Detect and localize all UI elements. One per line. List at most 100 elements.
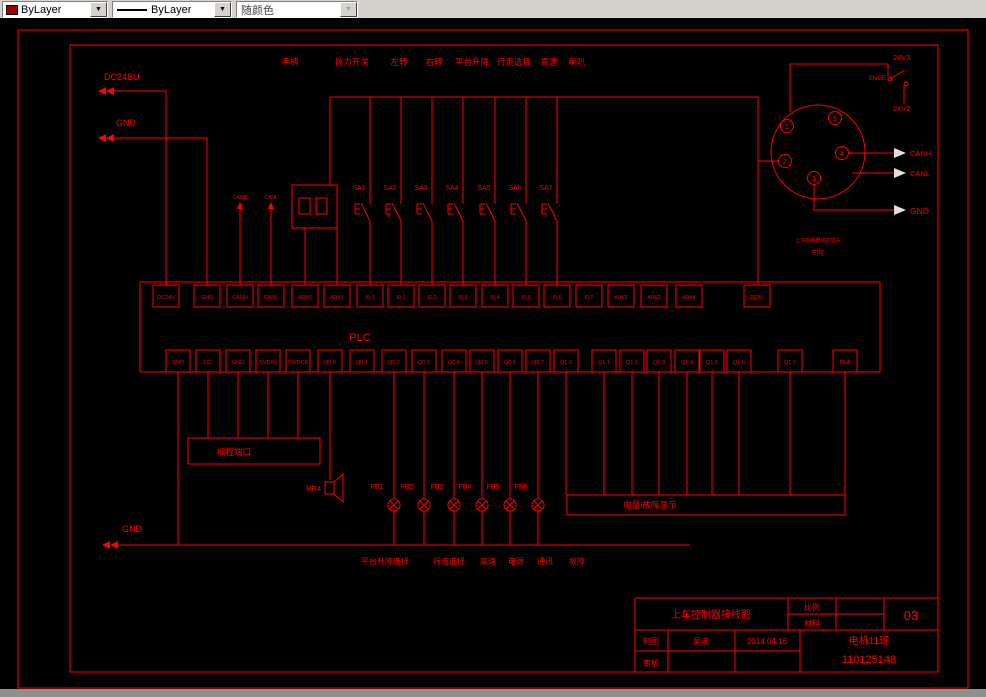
canbus-arrows: CANH CANL [233, 195, 278, 285]
plc-bottom-terminal: GND [165, 349, 191, 373]
handle-label: 手柄 [281, 57, 299, 67]
top-function-labels: 手柄 拨力开关 左转 右转 平台升降 行走选择 高速 喇叭 [281, 57, 586, 67]
buzzer-label: BR4 [306, 484, 321, 493]
plc-top-terminal: I0.6 [543, 284, 571, 308]
right-arrow-icon [894, 205, 906, 215]
lamp-label: FB6 [515, 484, 528, 491]
svg-text:Q1.2: Q1.2 [626, 360, 638, 366]
power-label: 电源 [508, 556, 524, 566]
svg-text:I0.7: I0.7 [584, 295, 593, 301]
svg-text:I0.4: I0.4 [490, 295, 499, 301]
svg-text:GND: GND [172, 360, 184, 366]
dc24bu-label: DC24BU [104, 72, 140, 82]
plc-top-terminal: GND [193, 284, 221, 308]
cad-canvas[interactable]: DC24BU GND 手柄 拨力开关 左转 右转 平台升降 行走选择 高速 喇叭 [0, 18, 986, 689]
svg-text:Q0.4: Q0.4 [448, 360, 460, 366]
enge-label: ENGE [869, 76, 886, 82]
svg-text:AIW0: AIW0 [298, 295, 311, 301]
plc-bottom-terminal: Q1.5 [699, 349, 725, 373]
lamp-icon [531, 498, 545, 512]
status-strip [0, 689, 986, 697]
svg-text:Q1.0: Q1.0 [560, 360, 572, 366]
horn-label: 喇叭 [568, 57, 586, 67]
canh-out-label: CANH [910, 149, 931, 158]
switch-label: SA7 [539, 185, 552, 192]
switch-sa6: SA6 [508, 97, 527, 285]
linetype-dropdown[interactable]: ByLayer ▼ [112, 1, 232, 18]
svg-text:1: 1 [785, 124, 789, 131]
svg-text:CANH: CANH [232, 295, 248, 301]
plc-top-terminal: I0.1 [387, 284, 415, 308]
display-box-label: 电量/故障显示 [623, 500, 676, 510]
plc-top-terminal: AIW2 [607, 284, 635, 308]
plc-top-terminal: I0.4 [481, 284, 509, 308]
switch-label: SA6 [508, 185, 521, 192]
chevron-down-icon[interactable]: ▼ [90, 2, 107, 17]
toggle-switch-label: 拨力开关 [335, 57, 370, 67]
plc-bottom-terminal: Q1.1 [591, 349, 617, 373]
svg-text:Q0.7: Q0.7 [532, 360, 544, 366]
color-dropdown[interactable]: ByLayer ▼ [2, 1, 108, 18]
aviation-connector: 1 5 2 4 3 24V3 ENGE 24V [758, 53, 931, 257]
right-turn-label: 右转 [425, 57, 443, 67]
buzzer: BR4 [306, 372, 344, 504]
up-arrow-icon [237, 202, 243, 209]
svg-text:I0.1: I0.1 [396, 295, 405, 301]
drafter-label: 制图 [643, 636, 659, 646]
drawing-date: 2014.04.16 [747, 637, 788, 646]
plc-top-terminal: CANL [257, 284, 285, 308]
svg-text:Q0.3: Q0.3 [418, 360, 430, 366]
class-name: 电机11班 [849, 634, 889, 647]
lamp-fb1: FB1 [371, 372, 401, 545]
svg-text:Q1.6: Q1.6 [733, 360, 745, 366]
lamp-label: FB5 [487, 484, 500, 491]
gnd-out-label: GND [910, 206, 929, 216]
plc-top-terminal: I0.5 [512, 284, 540, 308]
svg-text:Q1.4: Q1.4 [681, 360, 693, 366]
plc-bottom-terminal: Q1.2 [619, 349, 645, 373]
power-input: DC24BU GND [98, 72, 208, 285]
svg-text:GND: GND [232, 360, 244, 366]
lamp-label: FB2 [401, 484, 414, 491]
plc-bottom-terminal: Q0.3 [411, 349, 437, 373]
switch-sa2: SA2 [383, 97, 402, 285]
color-swatch [6, 4, 18, 15]
material-label: 材料 [804, 618, 820, 628]
connector-pin-3: 3 [807, 171, 821, 185]
sheet-number: 03 [904, 608, 918, 623]
svg-text:Q1.7: Q1.7 [784, 360, 796, 366]
plotstyle-dropdown[interactable]: 随颜色 ▼ [236, 1, 358, 18]
connector-view-label: F向 [812, 247, 824, 257]
svg-text:Q0.0: Q0.0 [324, 360, 336, 366]
lamp-label: FB3 [431, 484, 444, 491]
high-speed-label: 高速 [540, 57, 558, 67]
svg-text:Q1.3: Q1.3 [653, 360, 665, 366]
student-id: 110125148 [842, 654, 896, 666]
lamp-fb4: FB4 [459, 372, 489, 545]
svg-text:AIW2: AIW2 [614, 295, 627, 301]
gnd-top-label: GND [116, 118, 137, 128]
programming-port-label: 编程端口 [217, 447, 251, 457]
plc-bottom-terminal: Q1.6 [726, 349, 752, 373]
right-arrow-icon [894, 168, 906, 178]
plc-top-terminal: I0.3 [449, 284, 477, 308]
24v3-label: 24V3 [893, 53, 911, 62]
plc-bottom-terminal: Q0.5 [469, 349, 495, 373]
lamp-fb3: FB3 [431, 372, 461, 545]
plc-top-terminal: I0.2 [418, 284, 446, 308]
switch-sa7: SA7 [539, 97, 558, 285]
bottom-ground: GND [102, 372, 690, 549]
drafter-name: 吴波 [693, 636, 709, 646]
lamp-fb2: FB2 [401, 372, 431, 545]
travel-select-label: 行走选择 [433, 556, 465, 566]
speaker-icon [333, 472, 344, 504]
switch-label: SA1 [352, 185, 365, 192]
svg-text:SVD00: SVD00 [259, 360, 276, 366]
lamp-icon [475, 498, 489, 512]
canl-arrow-label: CANL [264, 195, 278, 201]
svg-text:I0.6: I0.6 [552, 295, 561, 301]
chevron-down-icon[interactable]: ▼ [214, 2, 231, 17]
drawing-title: 上车控制器接线图 [671, 608, 751, 621]
lamp-fb6: FB6 [515, 372, 545, 545]
plc-bottom-terminal: Q1.7 [777, 349, 803, 373]
